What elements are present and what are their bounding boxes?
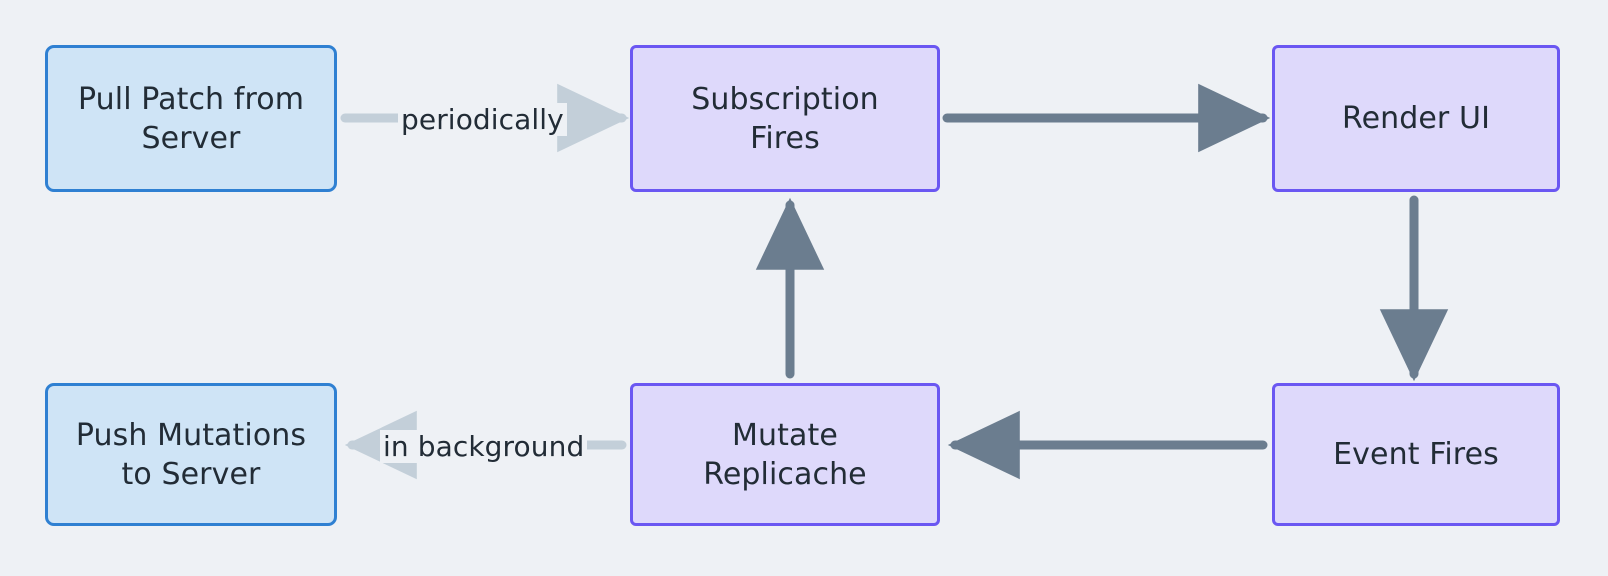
node-subscription-fires[interactable]: Subscription Fires [630, 45, 940, 192]
node-push-mutations-to-server[interactable]: Push Mutations to Server [45, 383, 337, 526]
node-event-fires[interactable]: Event Fires [1272, 383, 1560, 526]
edge-label-periodically: periodically [398, 103, 567, 136]
node-render-ui[interactable]: Render UI [1272, 45, 1560, 192]
edge-label-in-background: in background [380, 430, 588, 463]
node-pull-patch-from-server[interactable]: Pull Patch from Server [45, 45, 337, 192]
node-mutate-replicache[interactable]: Mutate Replicache [630, 383, 940, 526]
